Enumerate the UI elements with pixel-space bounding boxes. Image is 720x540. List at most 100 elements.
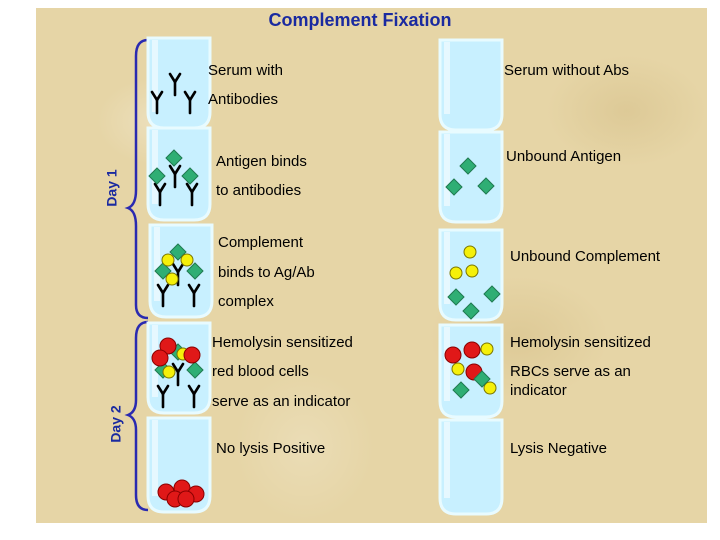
left-hemolysin-line2: red blood cells [212,363,309,380]
right-tube-antigen-body [438,130,504,224]
right-result: Lysis Negative [510,440,607,457]
complement-2 [180,253,194,267]
right-hemolysin-line2: RBCs serve as an [510,363,631,380]
antibody-7-arm-left [156,283,165,295]
antibody-2-arm-left [168,72,177,84]
left-tube-antigen-body [146,126,212,222]
complement-1 [161,253,175,267]
complement-8 [465,264,479,278]
antigen-11 [445,178,463,196]
left-antigen-line2: to antibodies [216,182,302,199]
antibody-1 [150,90,164,115]
day1-label: Day 1 [103,169,120,207]
page-title: Complement Fixation [268,10,452,30]
left-tube-complement [148,223,214,319]
antibody-5-arm-right [173,164,182,176]
left-tube-complement-highlight [154,227,160,301]
antigen-1 [165,149,183,167]
complement-11 [483,381,497,395]
left-serum-line2: Antibodies [208,91,279,108]
left-complement-line3: complex [218,293,274,310]
antigen-13 [483,285,501,303]
rbc-1 [159,337,177,355]
antibody-1-arm-right [155,90,164,102]
complement-9 [480,342,494,356]
antibody-4-arm-left [153,182,162,194]
right-tube-result [438,418,504,516]
right-tube-complement-highlight [444,232,450,304]
antibody-12-arm-left [187,384,196,396]
rbc-2 [183,346,201,364]
antibody-3 [183,90,197,115]
right-serum: Serum without Abs [504,62,630,79]
antibody-7-arm-right [161,283,170,295]
left-tube-antigen-highlight [152,130,158,204]
tube-contents [148,72,501,508]
right-tube-serum-highlight [444,42,450,114]
left-result: No lysis Positive [216,440,326,457]
right-complement: Unbound Complement [510,248,661,265]
complement-5 [162,365,176,379]
antibody-10-arm-right [161,384,170,396]
antibody-4 [153,182,167,207]
antigen-14 [447,288,465,306]
day2-brace [124,320,149,512]
antigen-12 [477,177,495,195]
antibody-3-arm-left [183,90,192,102]
right-antigen: Unbound Antigen [506,148,622,165]
antigen-17 [473,370,491,388]
antibody-6-arm-left [185,182,194,194]
day-braces [124,38,149,512]
antibody-5 [168,164,182,189]
antibody-4-arm-right [158,182,167,194]
antibody-9-arm-left [187,283,196,295]
antigen-10 [459,157,477,175]
antigen-16 [452,381,470,399]
antibody-12 [187,384,201,409]
antibody-1-arm-left [150,90,159,102]
left-tube-antigen [146,126,212,222]
antigen-9 [186,361,204,379]
left-tube-serum-highlight [152,40,158,112]
day1-brace [124,38,149,320]
day2-label: Day 2 [107,405,124,443]
left-complement-line1: Complement [218,234,304,251]
left-tube-serum [146,36,212,130]
left-antigen-line1: Antigen binds [216,153,307,170]
antibody-3-arm-right [188,90,197,102]
complement-3 [165,272,179,286]
antibody-11 [171,362,185,387]
antibody-7 [156,283,170,308]
complement-10 [451,362,465,376]
antibody-2 [168,72,182,97]
left-hemolysin-line3: serve as an indicator [212,393,351,410]
antigen-3 [181,167,199,185]
antibody-8-arm-right [176,262,185,274]
right-tube-result-highlight [444,422,450,498]
antigen-2 [148,167,166,185]
antibody-12-arm-right [192,384,201,396]
antigen-6 [186,262,204,280]
rbc-3 [151,349,169,367]
antibody-2-arm-right [173,72,182,84]
left-tube-complement-body [148,223,214,319]
antibody-11-arm-left [171,362,180,374]
rbc-9 [444,346,462,364]
left-serum-line1: Serum with [208,62,284,79]
right-tube-serum [438,38,504,132]
complement-7 [449,266,463,280]
right-tube-result-body [438,418,504,516]
right-tube-serum-body [438,38,504,132]
antibody-6 [185,182,199,207]
antibody-8-arm-left [171,262,180,274]
right-tube-antigen-highlight [444,134,450,206]
antibody-10 [156,384,170,409]
complement-6 [463,245,477,259]
rbc-8 [177,490,195,508]
antibody-9-arm-right [192,283,201,295]
left-complement-line2: binds to Ag/Ab [218,264,315,281]
rbc-10 [463,341,481,359]
left-tube-result-highlight [152,420,158,496]
antibody-10-arm-left [156,384,165,396]
